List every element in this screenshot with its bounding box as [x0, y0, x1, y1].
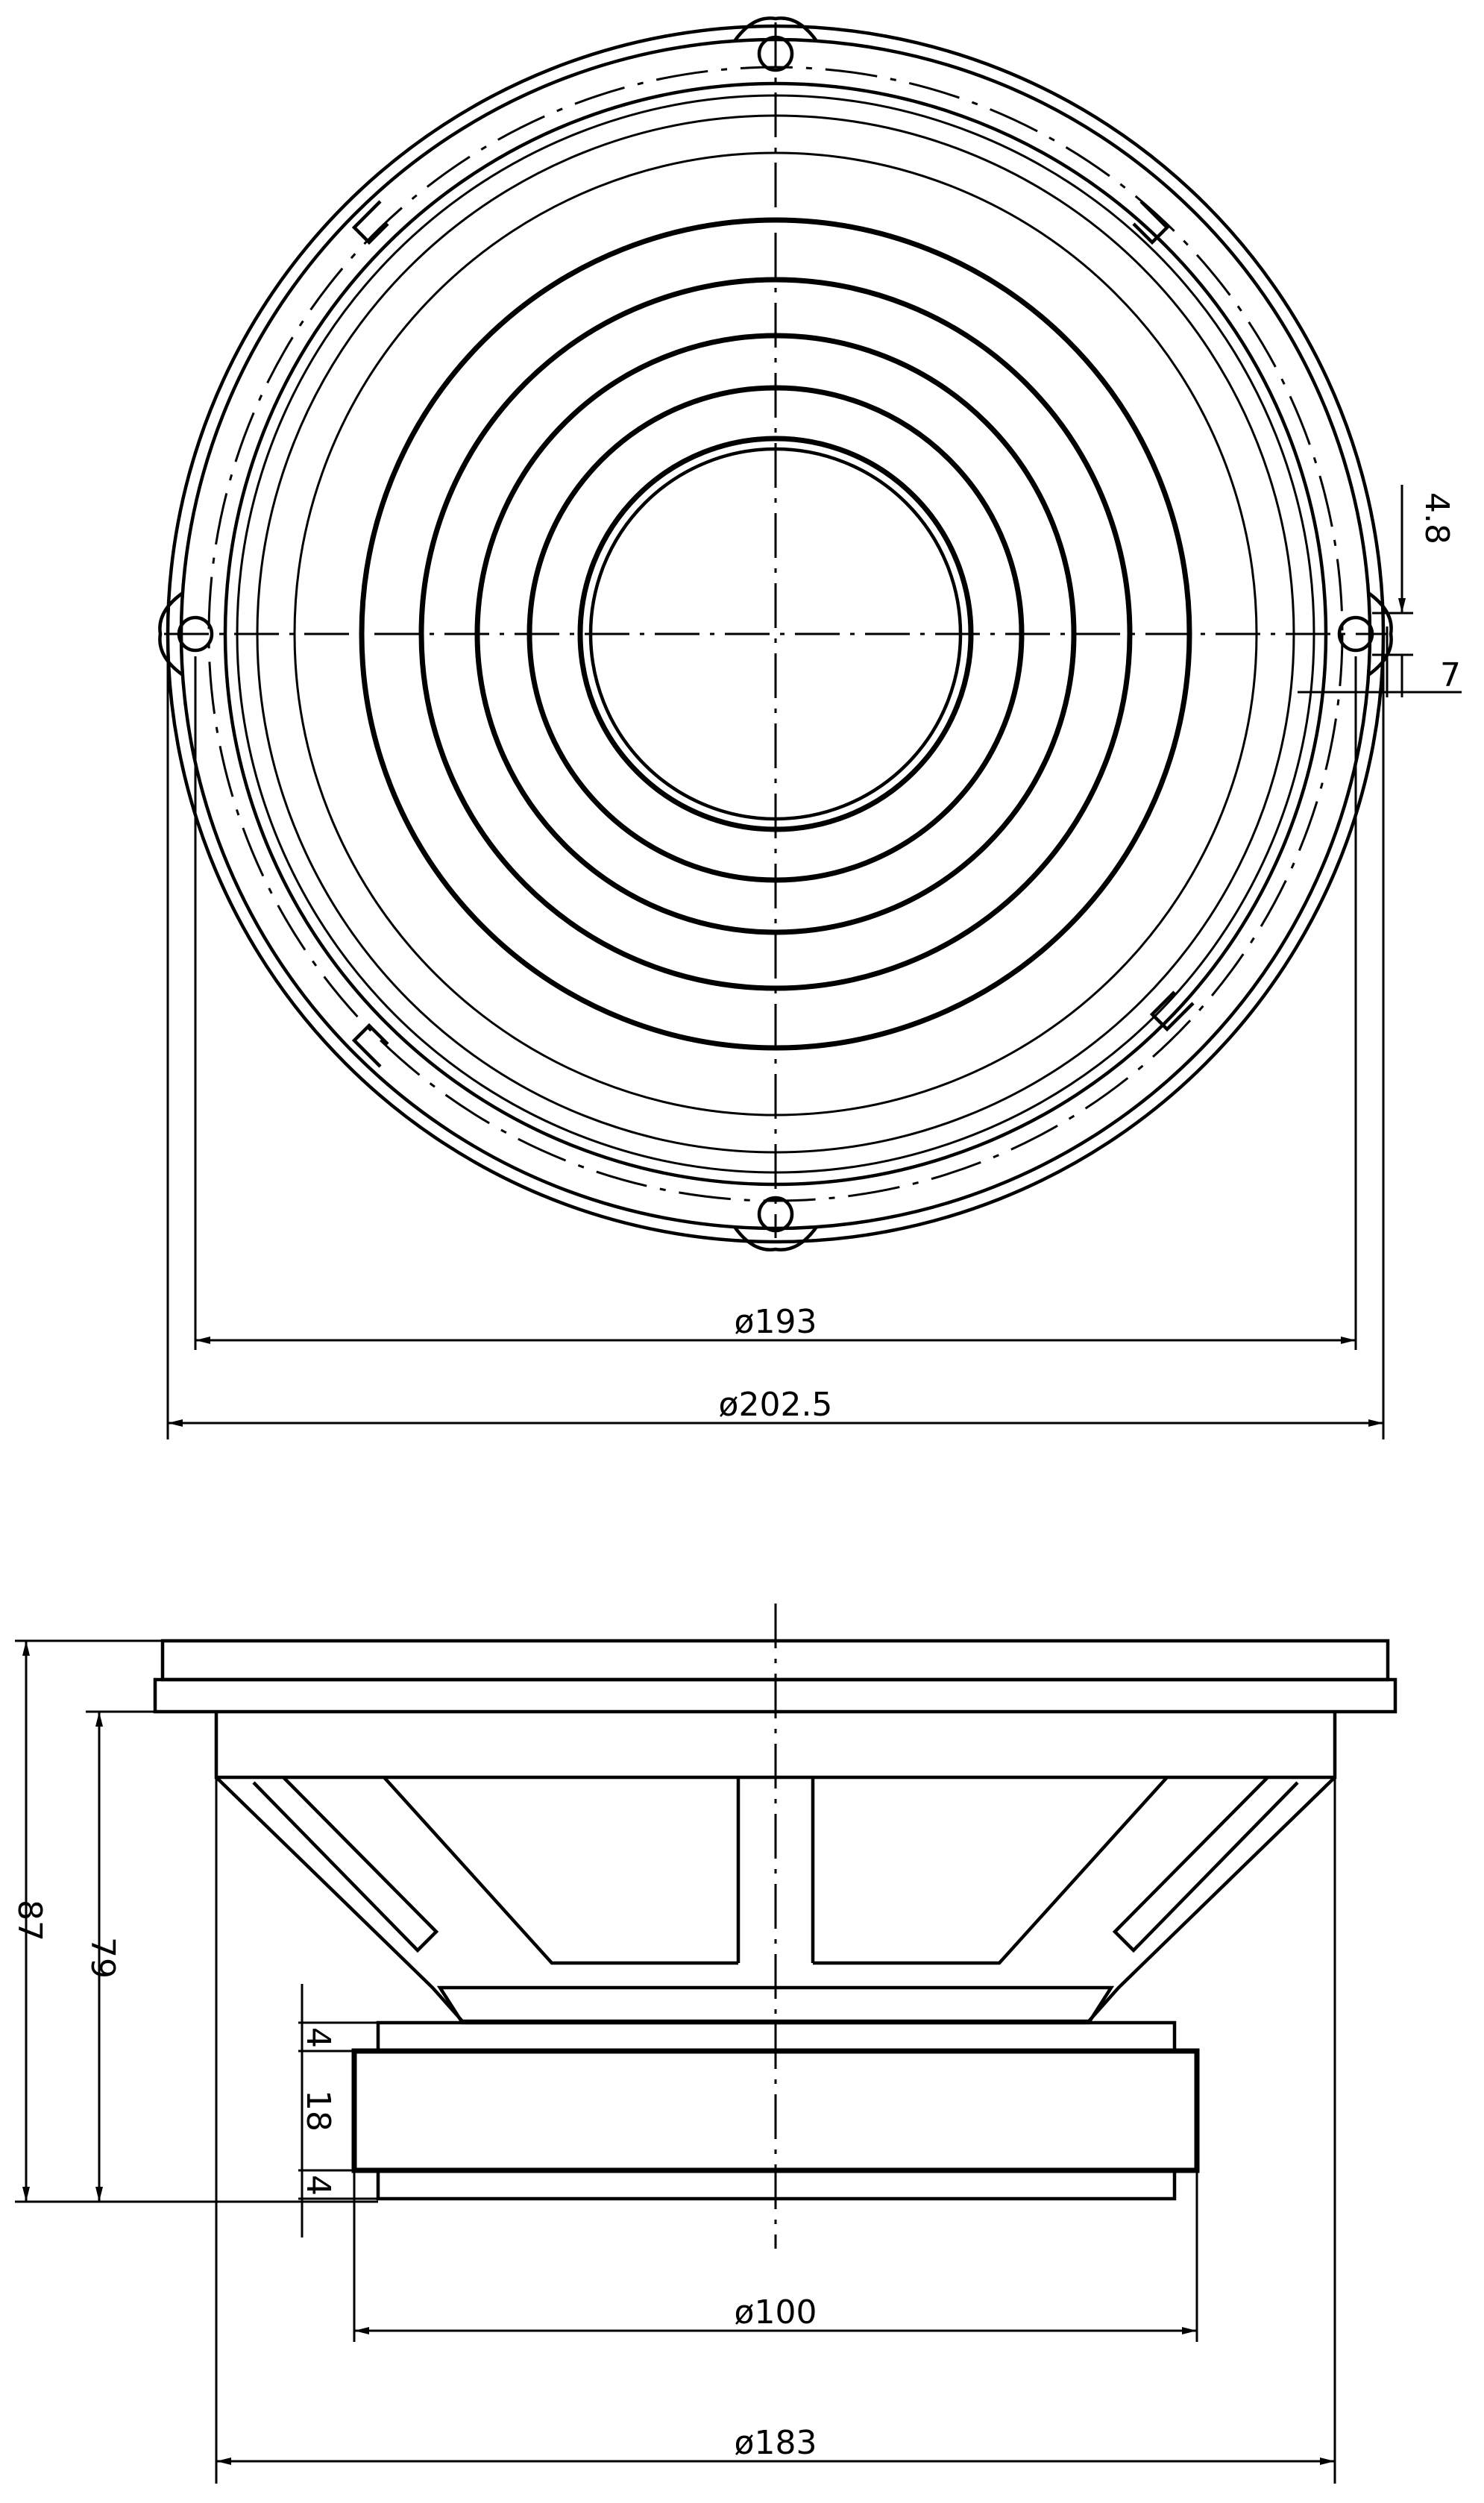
dim-label-hole-offset: 4.8: [1418, 492, 1456, 544]
dim-label-back-plate: 4: [299, 2175, 337, 2196]
cone-ring-2: [418, 277, 1133, 991]
basket-arm-right-outer: [1112, 1776, 1299, 1953]
dim-label-top-plate: 4: [299, 2027, 337, 2048]
dim-label-frame-dia: ø183: [735, 2424, 817, 2462]
dim-label-overall-height: 87: [10, 1900, 48, 1941]
dim-label-mount-depth: 79: [84, 1937, 122, 1979]
flange-notches: [351, 200, 1195, 1068]
basket-arm-left-inner: [383, 1776, 738, 1965]
dust-cap-outer: [577, 436, 974, 832]
basket-arm-right-inner: [813, 1776, 1169, 1965]
dim-label-hole-dia: 7: [1440, 656, 1461, 694]
dim-label-magnet-dia: ø100: [735, 2293, 817, 2331]
cone-ring-3: [474, 333, 1077, 935]
dim-label-basket: ø193: [735, 1303, 817, 1341]
top-view: ø193 ø202.5 4.8 7: [158, 16, 1462, 1439]
dim-label-magnet: 18: [299, 2090, 337, 2132]
basket-arm-left-outer: [252, 1776, 439, 1953]
side-view: 87 79 4 18 4 ø100 ø183: [10, 1604, 1397, 2484]
dim-label-overall: ø202.5: [719, 1386, 833, 1424]
